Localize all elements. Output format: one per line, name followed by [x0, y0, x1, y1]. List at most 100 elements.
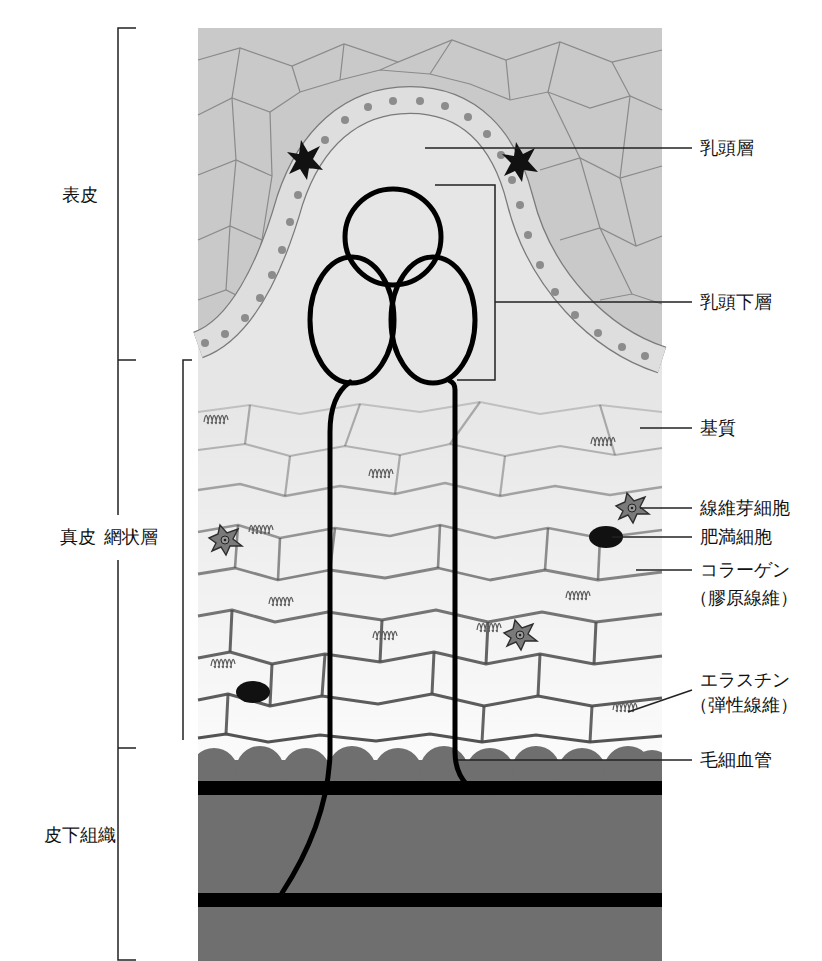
- blood-vessel-band: [198, 781, 662, 907]
- bracket-lines: [118, 28, 192, 960]
- basal-cell-nuclei: [483, 130, 491, 138]
- part-label: （弾性線維）: [690, 694, 798, 716]
- fat-border-cover-left: [0, 740, 198, 800]
- elastin-fiber: [477, 623, 501, 631]
- part-label: 基質: [700, 417, 736, 439]
- elastin-fiber: [369, 469, 393, 477]
- basal-cell-nuclei: [551, 288, 559, 296]
- layer-label: 皮下組織: [44, 824, 116, 846]
- leader-lines: [640, 427, 692, 429]
- basal-layer: [198, 100, 662, 360]
- basal-cell-nuclei: [571, 311, 579, 319]
- basal-cell-nuclei: [221, 330, 229, 338]
- elastin-fiber: [591, 437, 615, 445]
- bracket-lines: [183, 360, 192, 748]
- basal-cell-nuclei: [594, 329, 602, 337]
- part-label: 線維芽細胞: [700, 497, 790, 519]
- capillary-loop: [282, 189, 475, 893]
- basal-cell-nuclei: [516, 201, 524, 209]
- subcutaneous-tissue: [190, 746, 674, 961]
- part-label: 毛細血管: [700, 749, 772, 771]
- basal-cell-nuclei: [256, 294, 264, 302]
- fibroblast: [209, 493, 649, 650]
- bracket-lines: [118, 28, 136, 960]
- layer-label: 真皮: [60, 526, 96, 548]
- basal-cell-nuclei: [201, 97, 649, 360]
- bracket-restore: [118, 740, 136, 800]
- capillary-loop: [391, 257, 475, 383]
- basal-layer-outline: [198, 100, 662, 360]
- part-label: 肥満細胞: [700, 526, 772, 548]
- leader-lines: [425, 148, 692, 760]
- basal-cell-nuclei: [278, 246, 286, 254]
- part-label: コラーゲン: [700, 559, 790, 581]
- basal-cell-nuclei: [618, 343, 626, 351]
- keratinocyte-network: [226, 48, 240, 290]
- basal-cell-nuclei: [416, 97, 424, 105]
- collagen-fibers: [235, 525, 600, 580]
- collagen-fibers: [226, 610, 596, 742]
- basal-cell-nuclei: [389, 97, 397, 105]
- keratinocyte-network: [198, 40, 662, 66]
- basal-cell-nuclei: [641, 352, 649, 360]
- layer-label: 網状層: [104, 526, 158, 548]
- leader-lines: [458, 759, 692, 761]
- capillary-loop: [450, 381, 468, 786]
- basal-cell-nuclei: [341, 116, 349, 124]
- basal-cell-nuclei: [268, 271, 276, 279]
- melanocyte: [287, 140, 538, 182]
- basal-cell-nuclei: [321, 136, 329, 144]
- leader-lines: [628, 690, 692, 712]
- basal-cell-nuclei: [364, 103, 372, 111]
- basal-cell-nuclei: [524, 231, 532, 239]
- capillary-loop: [282, 382, 350, 893]
- capillary-loop: [345, 189, 441, 285]
- leader-lines: [425, 147, 692, 149]
- layer-label: 表皮: [62, 184, 98, 206]
- basal-cell-nuclei: [464, 113, 472, 121]
- part-label: 乳頭下層: [700, 291, 772, 313]
- collagen-fibers: [198, 610, 662, 622]
- elastin-fiber: [269, 597, 293, 605]
- blood-vessel-band: [198, 781, 662, 795]
- collagen-fibers: [198, 652, 662, 664]
- elastin-fiber: [249, 525, 273, 533]
- collagen-fibers: [198, 483, 662, 496]
- melanocyte: [287, 140, 323, 180]
- collagen-fibers: [198, 402, 662, 742]
- part-label: （膠原線維）: [690, 587, 798, 609]
- leader-lines: [640, 507, 692, 509]
- elastin-fiber: [204, 415, 637, 711]
- leader-lines: [636, 569, 692, 571]
- subcutaneous-tissue: [198, 760, 662, 961]
- bracket-lines: [118, 360, 136, 748]
- part-label: エラスチン: [700, 669, 790, 691]
- part-label: 乳頭層: [700, 137, 754, 159]
- elastin-fiber: [204, 415, 228, 423]
- basal-cell-nuclei: [294, 191, 302, 199]
- basal-cell-nuclei: [286, 218, 294, 226]
- collagen-fibers: [198, 402, 662, 414]
- papillary-layer: [198, 100, 662, 390]
- collagen-fibers: [245, 402, 615, 496]
- fat-border-cover-right: [662, 740, 692, 800]
- elastin-fiber: [566, 591, 590, 599]
- basal-cell-nuclei: [241, 314, 249, 322]
- basal-cell-nuclei: [508, 176, 516, 184]
- collagen-fibers: [198, 568, 662, 580]
- dermis: [198, 100, 662, 760]
- elastin-fiber: [211, 659, 235, 667]
- fibroblast: [209, 525, 242, 555]
- basal-cell-nuclei: [201, 339, 209, 347]
- collagen-fibers: [198, 734, 662, 742]
- blood-vessel-band: [198, 893, 662, 907]
- mast-cell: [236, 681, 270, 703]
- leader-lines: [612, 536, 692, 538]
- leader-lines: [435, 185, 692, 380]
- basal-cell-nuclei: [441, 102, 449, 110]
- mast-cell: [236, 526, 623, 703]
- fibroblast: [504, 620, 537, 650]
- capillary-loop: [310, 257, 394, 383]
